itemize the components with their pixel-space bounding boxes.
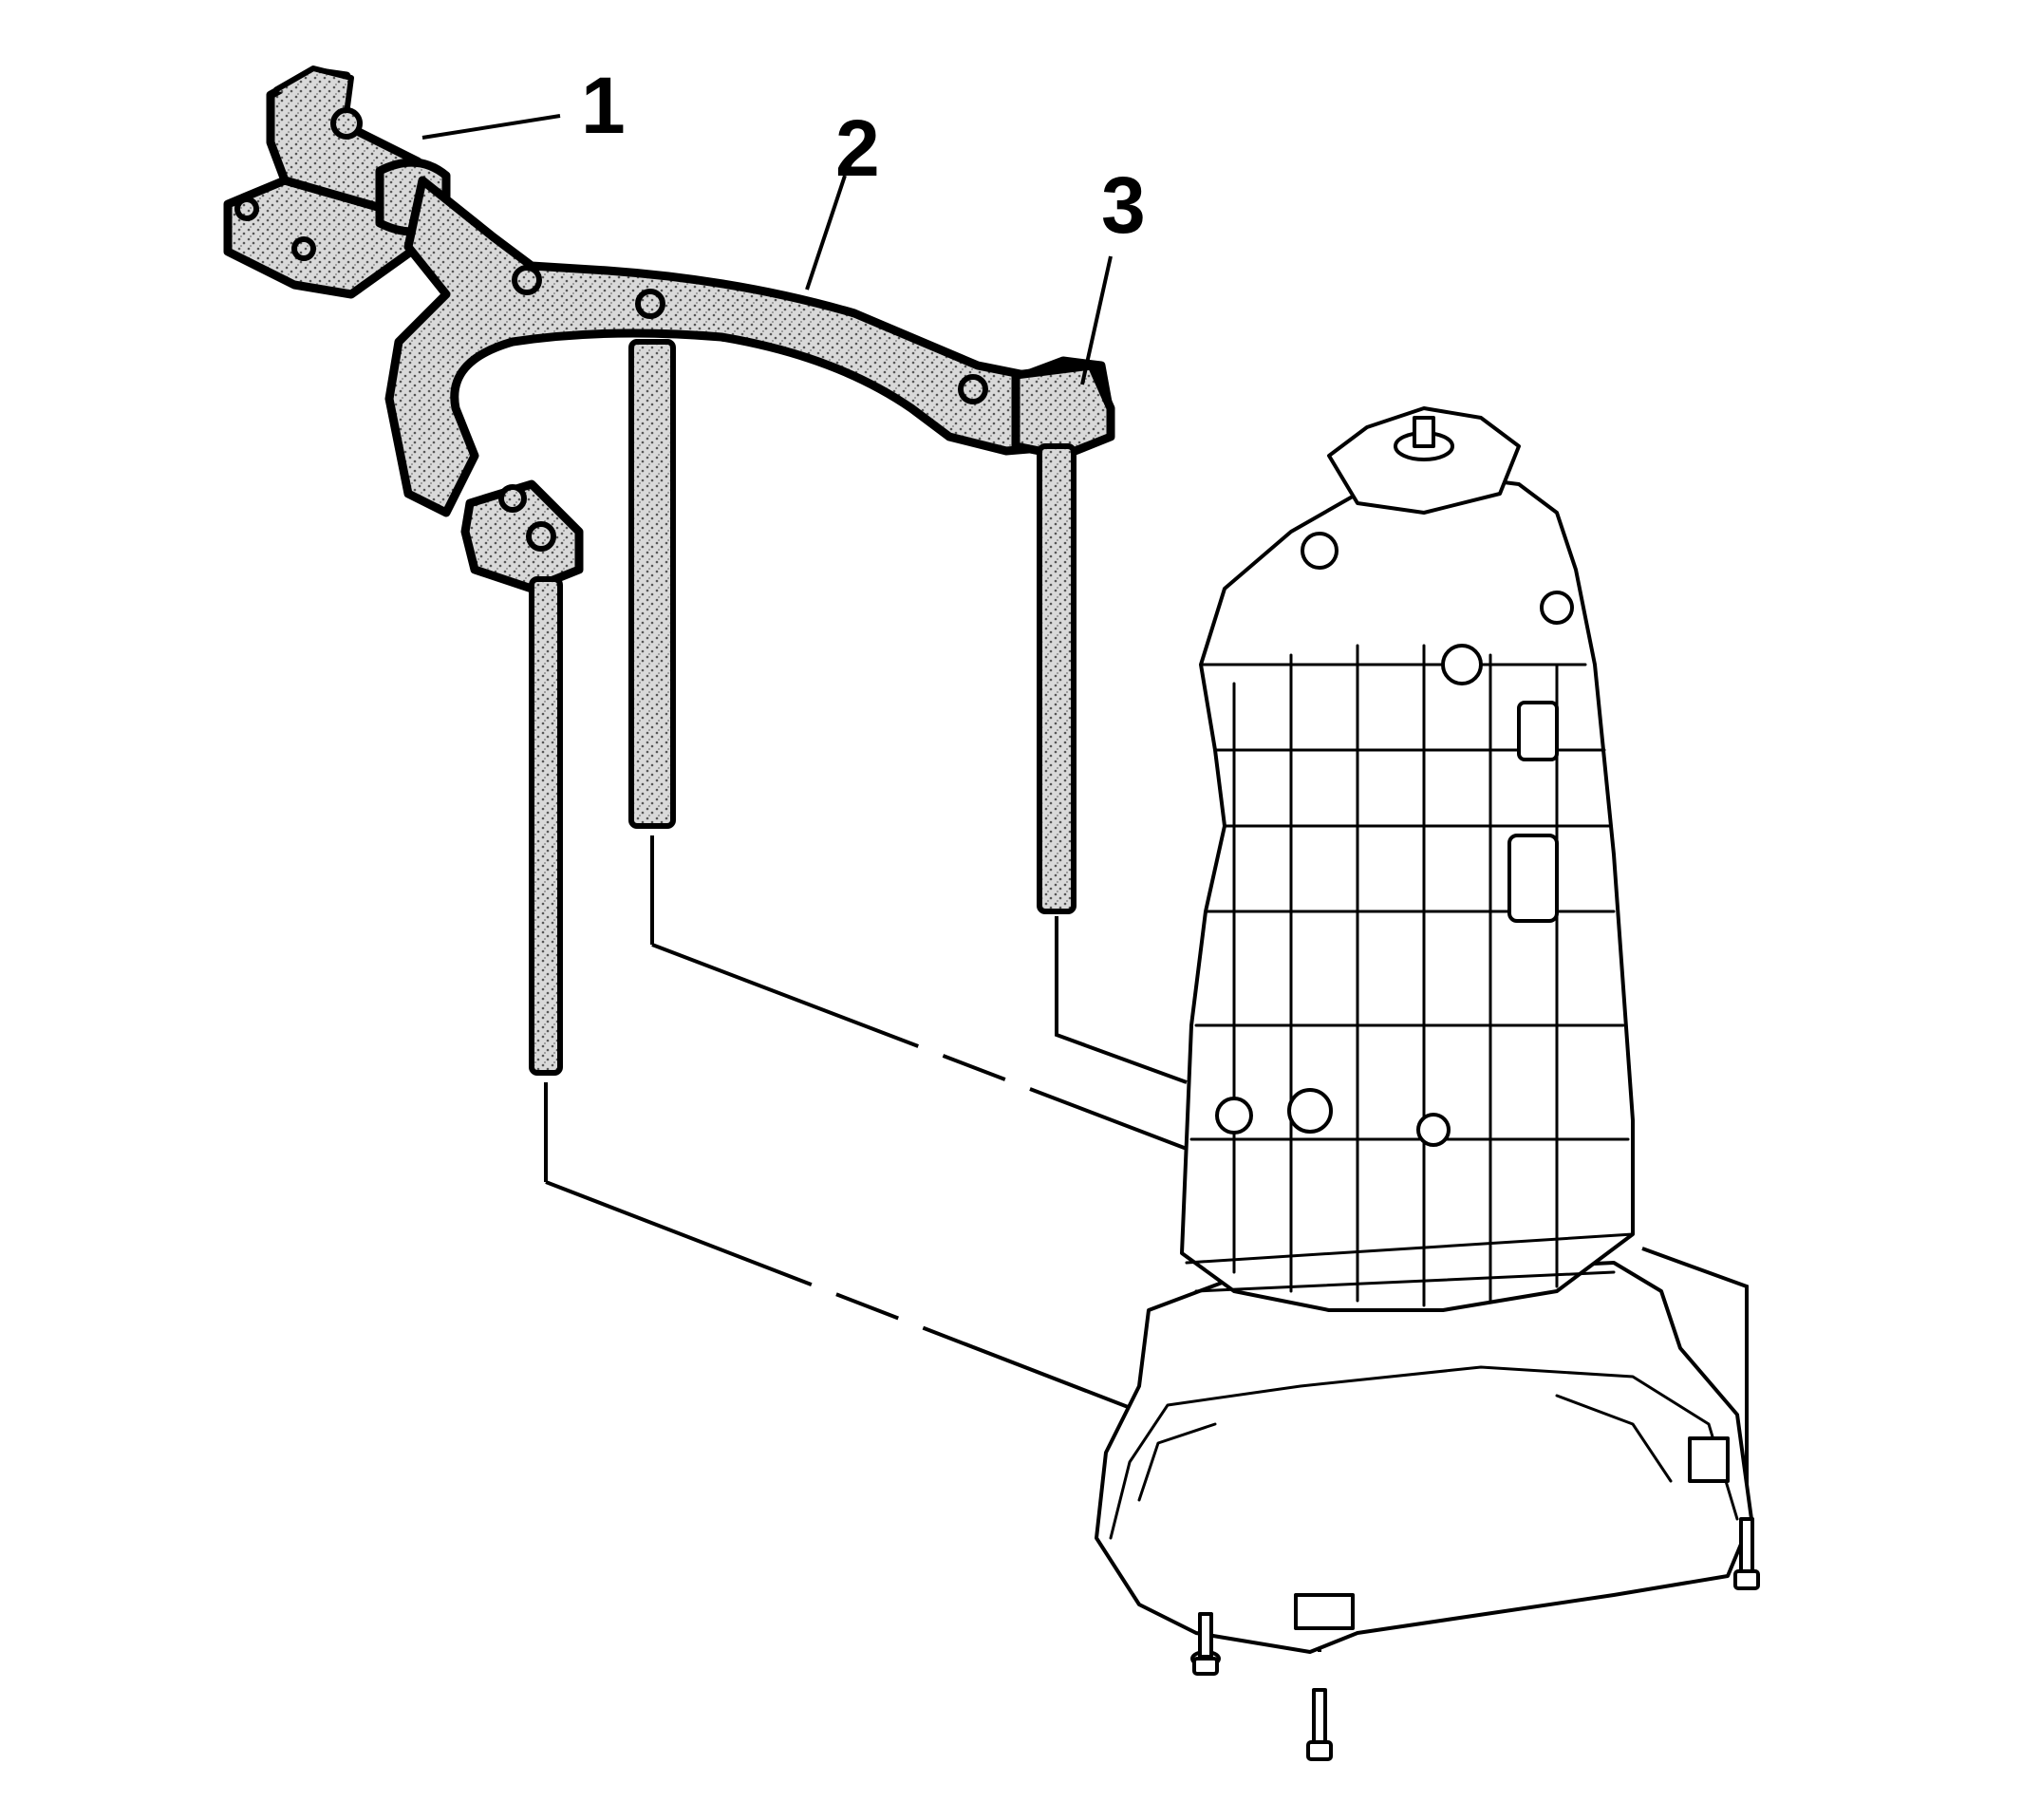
callout-2: 2 — [805, 103, 880, 291]
holding-fixture-icon — [223, 66, 1115, 593]
bolt-icon — [1190, 1517, 1760, 1761]
callout-3: 3 — [1080, 160, 1146, 385]
support-leg-icon — [529, 339, 1077, 1076]
transmission-case-icon — [1095, 406, 1753, 1654]
callout-1: 1 — [421, 61, 626, 150]
bolt-center — [1306, 1688, 1333, 1761]
callout-label-1: 1 — [581, 61, 626, 150]
bolt-left — [1190, 1612, 1221, 1676]
callout-label-2: 2 — [835, 103, 880, 193]
bolt-right — [1733, 1517, 1760, 1590]
callout-label-3: 3 — [1101, 160, 1146, 250]
